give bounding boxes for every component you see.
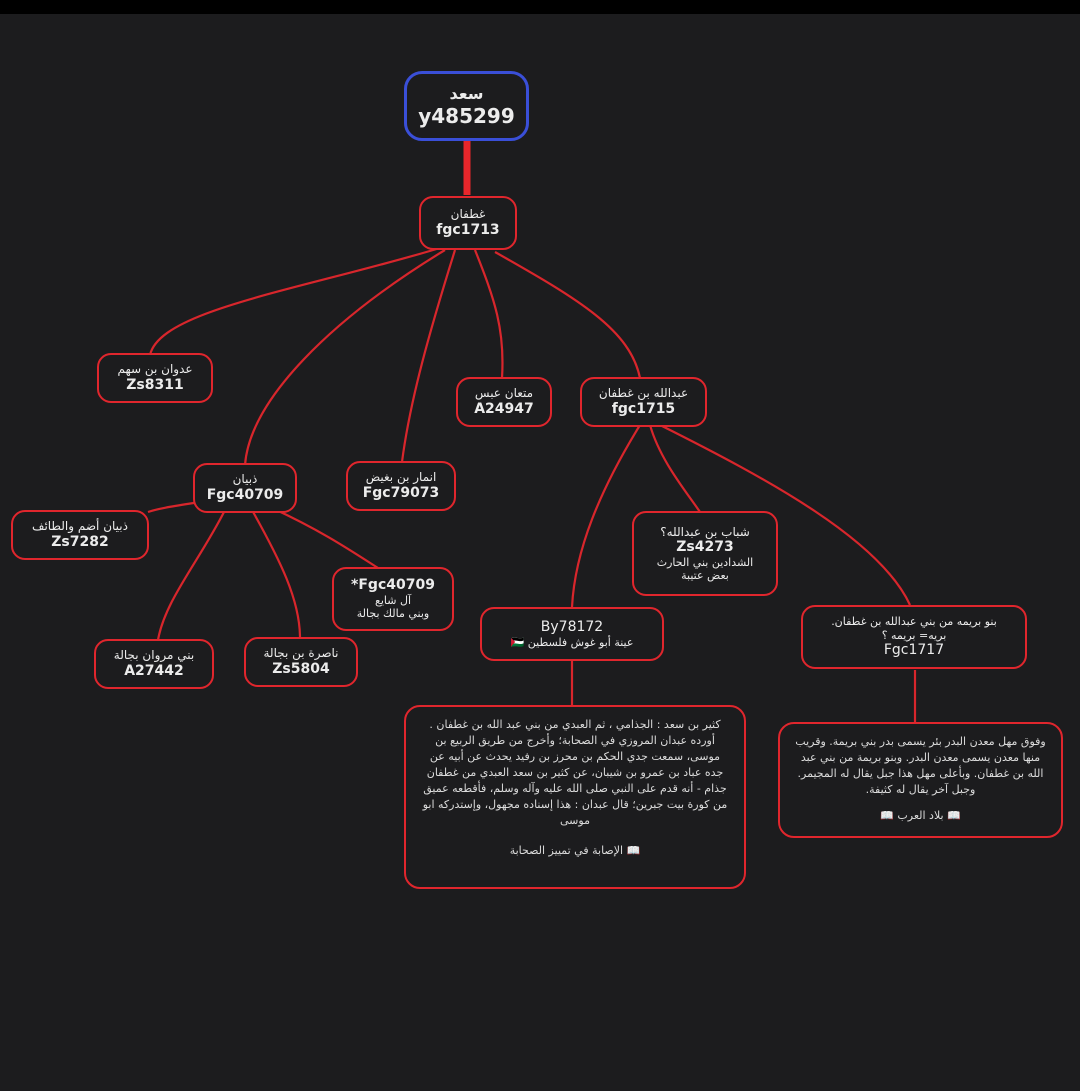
- node-mutaan-abs[interactable]: متعان عبس A24947: [456, 377, 552, 427]
- edge-ghatafan-adwan: [148, 246, 441, 356]
- node-code: fgc1713: [436, 221, 500, 238]
- note-source: 📖 بلاد العرب 📖: [880, 808, 961, 822]
- node-fgc40709-al-shaya[interactable]: *Fgc40709 آل شايع وبني مالك بجالة: [332, 567, 454, 631]
- edge-abdullah-by78172: [570, 424, 641, 608]
- node-name: بني مروان بجالة: [113, 648, 195, 663]
- edge-thubyan-marwan: [156, 509, 226, 641]
- node-extra-text: عينة أبو غوش فلسطين: [527, 635, 634, 649]
- node-name: عدوان بن سهم: [117, 362, 193, 377]
- node-code: Fgc79073: [362, 484, 440, 501]
- node-code: A27442: [124, 662, 184, 679]
- node-extra: عينة أبو غوش فلسطين 🇵🇸: [511, 636, 634, 649]
- edge-thubyan-nasira: [251, 509, 302, 639]
- node-bani-marwan[interactable]: بني مروان بجالة A27442: [94, 639, 214, 689]
- edge-abdullah-burayma: [659, 424, 911, 606]
- node-code: Zs5804: [272, 660, 330, 677]
- node-extra: الشدادين بني الحارث: [656, 555, 754, 569]
- node-thubyan[interactable]: ذبيان Fgc40709: [193, 463, 297, 513]
- edge-ghatafan-anmar: [400, 249, 457, 463]
- edge-thubyan-fgc40709b: [271, 507, 379, 569]
- edge-ghatafan-abdullah: [494, 251, 642, 379]
- node-code: *Fgc40709: [351, 577, 435, 594]
- node-thubyan-adham[interactable]: ذبيان أضم والطائف Zs7282: [11, 510, 149, 560]
- node-name: شباب بن عبدالله؟: [660, 524, 750, 539]
- node-code: fgc1715: [611, 400, 676, 417]
- node-shabab-bin-abdullah[interactable]: شباب بن عبدالله؟ Zs4273 الشدادين بني الح…: [632, 511, 778, 596]
- edge-thubyan-adham: [147, 500, 201, 514]
- node-saad-root[interactable]: سعد y485299: [404, 71, 529, 141]
- node-extra: بريه= بريمه ؟: [881, 628, 947, 642]
- node-extra: بنو بريمه من بني عبدالله بن غطفان.: [831, 615, 997, 629]
- node-extra: بعض عتيبة: [681, 569, 729, 583]
- top-status-bar: [0, 0, 1080, 14]
- node-name: سعد: [449, 84, 484, 104]
- note-fawq-mahl: وفوق مهل معدن البدر بئر يسمى بدر بني بري…: [778, 722, 1063, 838]
- node-adwan[interactable]: عدوان بن سهم Zs8311: [97, 353, 213, 403]
- node-by78172[interactable]: By78172 عينة أبو غوش فلسطين 🇵🇸: [480, 607, 664, 661]
- node-code: Zs4273: [676, 539, 734, 556]
- node-code: Fgc1717: [883, 641, 945, 658]
- edge-ghatafan-thubyan: [243, 249, 446, 466]
- node-anmar[interactable]: انمار بن بغيض Fgc79073: [346, 461, 456, 511]
- node-code: By78172: [540, 619, 604, 635]
- node-code: Fgc40709: [206, 486, 284, 503]
- node-name: غطفان: [450, 207, 486, 222]
- note-text: كثير بن سعد : الجذامي ، ثم العبدي من بني…: [422, 718, 728, 827]
- palestine-flag-icon: 🇵🇸: [510, 635, 525, 649]
- node-nasira[interactable]: ناصرة بن بجالة Zs5804: [244, 637, 358, 687]
- edge-ghatafan-mutaan: [473, 249, 504, 379]
- node-name: ذبيان أضم والطائف: [32, 519, 128, 534]
- node-code: Zs8311: [126, 376, 184, 393]
- node-bani-burayma[interactable]: بنو بريمه من بني عبدالله بن غطفان. بريه=…: [801, 605, 1027, 669]
- node-name: عبدالله بن غطفان: [598, 386, 689, 401]
- note-source: 📖 الإصابة في تمييز الصحابة: [509, 843, 641, 857]
- node-name: ذبيان: [232, 472, 258, 487]
- node-code: Zs7282: [51, 533, 109, 550]
- node-ghatafan[interactable]: غطفان fgc1713: [419, 196, 517, 250]
- note-kathir-bin-saad: كثير بن سعد : الجذامي ، ثم العبدي من بني…: [404, 705, 746, 889]
- note-text: وفوق مهل معدن البدر بئر يسمى بدر بني بري…: [795, 735, 1046, 796]
- edge-abdullah-shabab: [648, 424, 701, 513]
- node-extra: وبني مالك بجالة: [356, 607, 430, 621]
- node-abdullah-bin-ghatafan[interactable]: عبدالله بن غطفان fgc1715: [580, 377, 707, 427]
- node-name: انمار بن بغيض: [365, 470, 437, 485]
- node-extra: آل شايع: [374, 594, 412, 608]
- node-code: y485299: [418, 103, 515, 128]
- node-name: متعان عبس: [474, 386, 534, 401]
- node-code: A24947: [474, 400, 534, 417]
- node-name: ناصرة بن بجالة: [263, 646, 339, 661]
